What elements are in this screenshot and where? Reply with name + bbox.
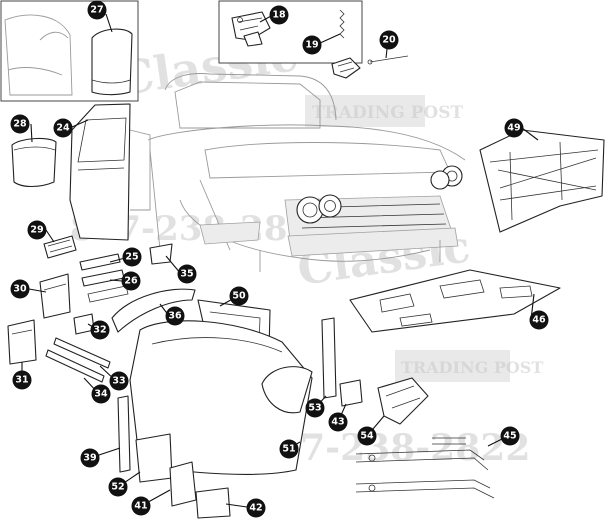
callout-33: 33 bbox=[109, 371, 129, 391]
callout-32-label: 32 bbox=[93, 325, 106, 336]
callout-43: 43 bbox=[328, 412, 348, 432]
callout-29-label: 29 bbox=[30, 225, 43, 236]
callout-33-label: 33 bbox=[112, 376, 125, 387]
callout-50: 50 bbox=[229, 286, 249, 306]
part-24-door bbox=[69, 103, 131, 241]
callout-31-label: 31 bbox=[15, 375, 28, 386]
callout-50-label: 50 bbox=[232, 291, 246, 302]
callout-34-label: 34 bbox=[94, 389, 108, 400]
callout-30-label: 30 bbox=[13, 284, 27, 295]
inset-box-hood-hinges bbox=[218, 0, 363, 64]
callout-49: 49 bbox=[504, 118, 524, 138]
part-33-34-long-strips bbox=[45, 337, 111, 383]
callout-25-label: 25 bbox=[125, 252, 138, 263]
callout-27: 27 bbox=[87, 0, 107, 20]
watermark-banner-bottom-text: TRADING POST bbox=[401, 358, 543, 377]
part-41-42-brackets bbox=[169, 461, 231, 519]
part-39-fender-strip bbox=[117, 395, 131, 473]
part-43-bracket bbox=[339, 379, 363, 407]
callout-25: 25 bbox=[122, 247, 142, 267]
part-28-kick-panel bbox=[11, 137, 57, 188]
part-45-hood-rods bbox=[355, 437, 495, 499]
part-36-inner-panel bbox=[111, 288, 196, 333]
callout-39: 39 bbox=[80, 448, 100, 468]
callout-41: 41 bbox=[131, 496, 151, 516]
callout-45-label: 45 bbox=[503, 431, 516, 442]
callout-20: 20 bbox=[379, 30, 399, 50]
hood-latch-and-rod bbox=[331, 55, 409, 79]
part-30-rocker-end bbox=[39, 273, 71, 319]
part-49-firewall-frame bbox=[479, 129, 605, 233]
callout-35-label: 35 bbox=[180, 269, 193, 280]
ghost-truck-outline bbox=[129, 73, 466, 272]
callout-36-label: 36 bbox=[168, 311, 182, 322]
part-35-small-patch bbox=[149, 243, 173, 265]
callout-19-label: 19 bbox=[305, 40, 318, 51]
callout-49-label: 49 bbox=[507, 123, 520, 134]
callout-24-label: 24 bbox=[56, 123, 70, 134]
callout-18-label: 18 bbox=[272, 10, 286, 21]
watermark-banner-top-text: TRADING POST bbox=[312, 103, 464, 123]
callout-34: 34 bbox=[91, 384, 111, 404]
callout-51-label: 51 bbox=[282, 444, 295, 455]
callout-24: 24 bbox=[53, 118, 73, 138]
callout-54-label: 54 bbox=[360, 431, 374, 442]
callout-46-label: 46 bbox=[532, 315, 546, 326]
callout-53-label: 53 bbox=[308, 403, 321, 414]
callout-28-label: 28 bbox=[13, 119, 27, 130]
callout-28: 28 bbox=[10, 114, 30, 134]
part-53-pillar bbox=[321, 317, 337, 399]
watermark-banner-bottom bbox=[395, 350, 510, 382]
callout-20-label: 20 bbox=[382, 35, 396, 46]
callout-51: 51 bbox=[279, 439, 299, 459]
callout-39-label: 39 bbox=[83, 453, 96, 464]
callout-18: 18 bbox=[269, 5, 289, 25]
callout-26: 26 bbox=[121, 271, 141, 291]
callout-26-label: 26 bbox=[124, 276, 138, 287]
callout-42-label: 42 bbox=[249, 503, 262, 514]
part-46-floor-pan bbox=[349, 269, 561, 333]
callout-36: 36 bbox=[165, 306, 185, 326]
watermark-banner-top bbox=[305, 95, 425, 127]
callout-52: 52 bbox=[108, 477, 128, 497]
callout-30: 30 bbox=[10, 279, 30, 299]
callout-53: 53 bbox=[305, 398, 325, 418]
part-52-fender-lower bbox=[135, 433, 173, 483]
callout-46: 46 bbox=[529, 310, 549, 330]
callout-41-label: 41 bbox=[134, 501, 147, 512]
part-25-26-rocker-panels bbox=[79, 253, 129, 303]
callout-32: 32 bbox=[90, 320, 110, 340]
callout-27-label: 27 bbox=[90, 5, 103, 16]
callout-43-label: 43 bbox=[331, 417, 344, 428]
callout-31: 31 bbox=[12, 370, 32, 390]
callout-35: 35 bbox=[177, 264, 197, 284]
part-29-step-plate bbox=[43, 235, 77, 259]
callout-19: 19 bbox=[302, 35, 322, 55]
part-54-battery-tray bbox=[377, 377, 429, 425]
callout-42: 42 bbox=[246, 498, 266, 518]
callout-54: 54 bbox=[357, 426, 377, 446]
part-31-cab-corner bbox=[7, 319, 37, 365]
inset-box-front-fender bbox=[0, 0, 139, 102]
callout-52-label: 52 bbox=[111, 482, 124, 493]
callout-45: 45 bbox=[500, 426, 520, 446]
callout-29: 29 bbox=[27, 220, 47, 240]
